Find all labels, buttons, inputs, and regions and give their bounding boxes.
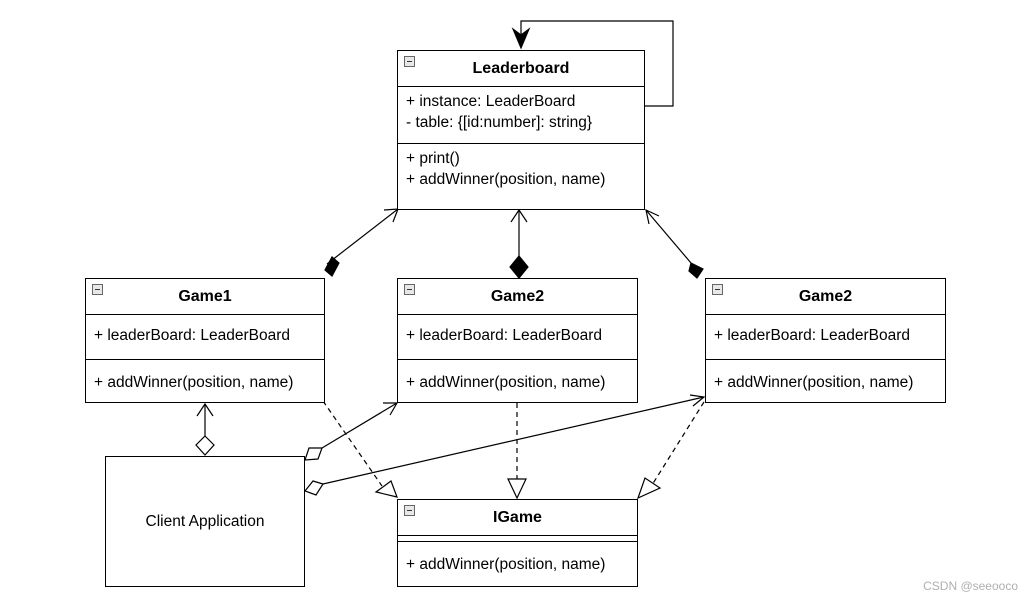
attributes-section: + leaderBoard: LeaderBoard bbox=[86, 315, 324, 360]
aggregation-game2-right-arrowhead bbox=[689, 394, 706, 407]
realization-game2-center-triangle bbox=[507, 478, 527, 500]
attribute: + leaderBoard: LeaderBoard bbox=[406, 327, 603, 344]
composition-game2-center-arrowhead bbox=[510, 208, 528, 223]
client-application-label: Client Application bbox=[145, 512, 265, 530]
attribute: + leaderBoard: LeaderBoard bbox=[94, 327, 291, 344]
collapse-icon[interactable] bbox=[404, 284, 415, 295]
class-header: Leaderboard bbox=[398, 51, 644, 87]
class-header: IGame bbox=[398, 500, 637, 536]
aggregation-game2-center-line bbox=[321, 402, 398, 449]
aggregation-game1-diamond bbox=[195, 435, 215, 456]
class-title: Game2 bbox=[490, 287, 545, 305]
aggregation-game2-center-arrowhead bbox=[383, 402, 399, 416]
collapse-icon[interactable] bbox=[712, 284, 723, 295]
class-game2-right[interactable]: Game2 + leaderBoard: LeaderBoard + addWi… bbox=[705, 278, 946, 403]
attribute: + instance: LeaderBoard bbox=[406, 93, 576, 110]
collapse-icon[interactable] bbox=[404, 505, 415, 516]
class-header: Game2 bbox=[398, 279, 637, 315]
self-association-line bbox=[520, 20, 674, 107]
class-leaderboard[interactable]: Leaderboard + instance: LeaderBoard - ta… bbox=[397, 50, 645, 210]
class-game2-center[interactable]: Game2 + leaderBoard: LeaderBoard + addWi… bbox=[397, 278, 638, 403]
operations-section: + addWinner(position, name) bbox=[86, 360, 324, 397]
collapse-icon[interactable] bbox=[92, 284, 103, 295]
class-title: Game2 bbox=[798, 287, 853, 305]
aggregation-game2-right-diamond bbox=[304, 480, 324, 496]
operation: + addWinner(position, name) bbox=[406, 374, 606, 391]
operation: + addWinner(position, name) bbox=[94, 374, 294, 391]
class-title: Game1 bbox=[178, 287, 232, 305]
watermark: CSDN @seeooco bbox=[923, 579, 1018, 593]
aggregation-game2-right-line bbox=[322, 396, 705, 485]
class-header: Game2 bbox=[706, 279, 945, 315]
composition-game2-right-diamond bbox=[688, 262, 704, 279]
attributes-section: + instance: LeaderBoard - table: {[id:nu… bbox=[398, 87, 644, 144]
client-application-box[interactable]: Client Application bbox=[105, 456, 305, 587]
composition-game2-right-line bbox=[645, 209, 692, 264]
composition-game2-center-diamond bbox=[509, 255, 529, 279]
operation: + print() bbox=[406, 150, 460, 167]
composition-game2-right-arrowhead bbox=[645, 208, 660, 225]
aggregation-game1-arrowhead bbox=[196, 402, 214, 417]
class-igame[interactable]: IGame + addWinner(position, name) bbox=[397, 499, 638, 587]
realization-game1-triangle bbox=[374, 480, 398, 498]
class-title: IGame bbox=[493, 508, 542, 526]
self-association-arrowhead bbox=[511, 27, 531, 50]
class-game1[interactable]: Game1 + leaderBoard: LeaderBoard + addWi… bbox=[85, 278, 325, 403]
operation: + addWinner(position, name) bbox=[406, 556, 606, 573]
class-title: Leaderboard bbox=[472, 59, 570, 77]
operation: + addWinner(position, name) bbox=[714, 374, 914, 391]
attributes-section bbox=[398, 536, 637, 542]
operations-section: + addWinner(position, name) bbox=[398, 542, 637, 579]
collapse-icon[interactable] bbox=[404, 56, 415, 67]
composition-game1-line bbox=[326, 208, 399, 265]
composition-game1-diamond bbox=[324, 256, 340, 277]
attribute: + leaderBoard: LeaderBoard bbox=[714, 327, 911, 344]
operations-section: + print() + addWinner(position, name) bbox=[398, 144, 644, 194]
realization-game2-right-triangle bbox=[636, 477, 662, 500]
realization-game1-line bbox=[322, 400, 383, 487]
aggregation-game2-center-diamond bbox=[304, 447, 323, 461]
realization-game2-right-line bbox=[651, 401, 705, 486]
attribute: - table: {[id:number]: string} bbox=[406, 114, 593, 131]
attributes-section: + leaderBoard: LeaderBoard bbox=[398, 315, 637, 360]
class-header: Game1 bbox=[86, 279, 324, 315]
operation: + addWinner(position, name) bbox=[406, 171, 606, 188]
operations-section: + addWinner(position, name) bbox=[706, 360, 945, 397]
attributes-section: + leaderBoard: LeaderBoard bbox=[706, 315, 945, 360]
operations-section: + addWinner(position, name) bbox=[398, 360, 637, 397]
